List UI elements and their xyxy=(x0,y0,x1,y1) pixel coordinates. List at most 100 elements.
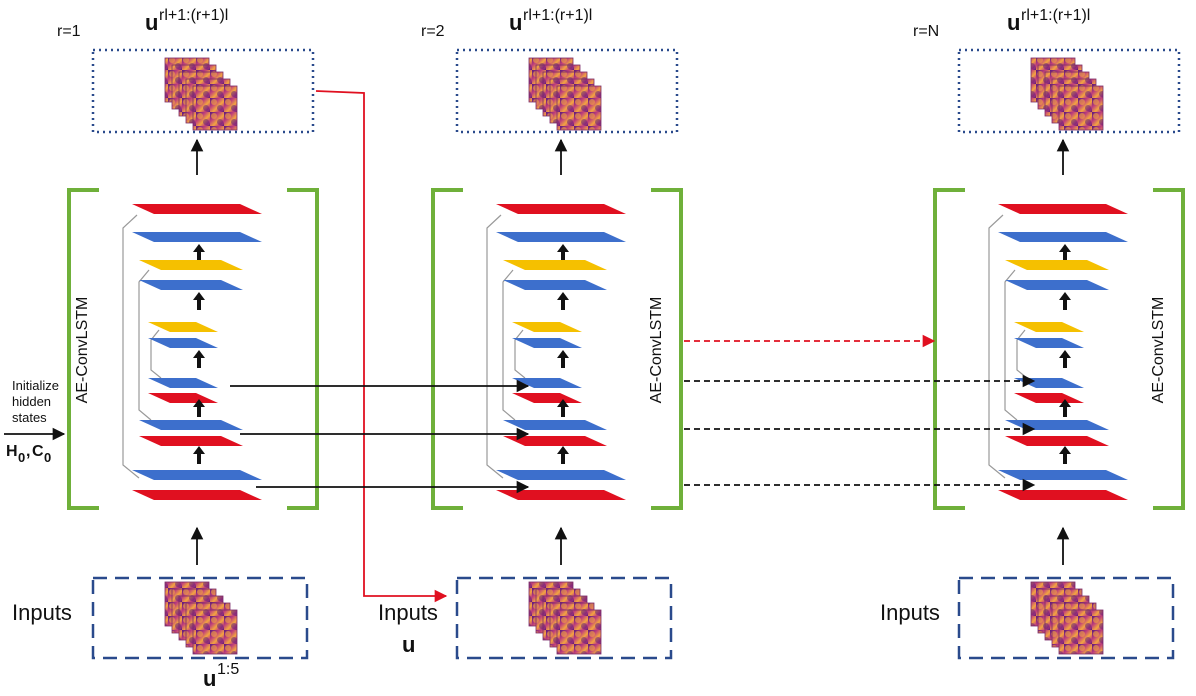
c0-subscript: 0 xyxy=(44,450,51,465)
encoder-layer-blue xyxy=(1005,420,1109,430)
up-arrow-head xyxy=(193,350,205,358)
output-label: u xyxy=(1007,10,1020,35)
input-var-label: u xyxy=(203,666,216,691)
encoder-layer-red xyxy=(148,393,218,403)
inputs-label: Inputs xyxy=(880,600,940,625)
encoder-layer-red xyxy=(1014,393,1084,403)
encoder-layer-blue xyxy=(132,470,262,480)
skip-connections xyxy=(122,214,162,479)
encoder-layer-red xyxy=(1005,436,1109,446)
heatmap-frame xyxy=(1058,85,1104,131)
encoder-layer-blue xyxy=(148,378,218,388)
round-label: r=N xyxy=(913,23,939,40)
round-label: r=2 xyxy=(421,23,445,40)
feedback-connection xyxy=(315,90,448,603)
state-transfer-1-2 xyxy=(230,379,530,494)
encoder-layer-red xyxy=(998,490,1128,500)
up-arrow-head xyxy=(193,399,205,407)
encoder-layer-red xyxy=(503,436,607,446)
input-heatmap-stack xyxy=(1030,581,1104,655)
input-box xyxy=(91,576,309,660)
input-var-label: u xyxy=(402,632,415,657)
heatmap-frame xyxy=(1058,609,1104,655)
block-label: AE-ConvLSTM xyxy=(648,297,665,404)
block-label: AE-ConvLSTM xyxy=(1150,297,1167,404)
left-bracket xyxy=(67,188,99,510)
inputs-label: Inputs xyxy=(12,600,72,625)
decoder-layer-blue xyxy=(998,232,1128,242)
decoder-layer-yellow xyxy=(1014,322,1084,332)
up-arrow-head xyxy=(557,292,569,300)
output-heatmap-stack xyxy=(1030,57,1104,131)
encoder-layer-blue xyxy=(139,420,243,430)
input-heatmap-stack xyxy=(528,581,602,655)
up-arrow-head xyxy=(193,446,205,454)
right-bracket xyxy=(1153,188,1185,510)
skip-line-middle xyxy=(138,269,152,421)
output-heatmap-stack xyxy=(528,57,602,131)
decoder-layer-blue xyxy=(503,280,607,290)
skip-connections xyxy=(988,214,1028,479)
up-arrow-head xyxy=(557,399,569,407)
encoder-layer-blue xyxy=(496,470,626,480)
init-line2: hidden xyxy=(12,394,51,409)
skip-line-outer xyxy=(122,214,140,479)
layer-stack xyxy=(998,204,1128,500)
init-line1: Initialize xyxy=(12,378,59,393)
decoder-layer-blue xyxy=(132,232,262,242)
encoder-layer-blue xyxy=(512,378,582,388)
layer-stack xyxy=(132,204,262,500)
encoder-layer-red xyxy=(512,393,582,403)
skip-connections xyxy=(486,214,526,479)
heatmap-frame xyxy=(192,85,238,131)
up-arrow-head xyxy=(193,244,205,252)
decoder-layer-yellow xyxy=(503,260,607,270)
left-bracket xyxy=(933,188,965,510)
input-box xyxy=(957,576,1175,660)
h0-c0-separator: , xyxy=(26,443,30,460)
output-superscript: rl+1:(r+1)l xyxy=(523,7,592,24)
decoder-layer-red xyxy=(496,204,626,214)
right-bracket xyxy=(287,188,319,510)
c0-label: C xyxy=(32,443,44,460)
output-label: u xyxy=(145,10,158,35)
decoder-layer-blue xyxy=(1005,280,1109,290)
up-arrow-head xyxy=(1059,244,1071,252)
skip-line-inner xyxy=(150,329,162,379)
encoder-layer-red xyxy=(139,436,243,446)
heatmap-frame xyxy=(556,609,602,655)
feedback-arrow xyxy=(315,90,448,603)
h0-subscript: 0 xyxy=(18,450,25,465)
decoder-layer-red xyxy=(998,204,1128,214)
up-arrow-head xyxy=(1059,350,1071,358)
encoder-layer-red xyxy=(496,490,626,500)
output-superscript: rl+1:(r+1)l xyxy=(1021,7,1090,24)
skip-line-middle xyxy=(502,269,516,421)
output-box xyxy=(957,48,1181,134)
skip-line-inner xyxy=(1016,329,1028,379)
skip-line-middle xyxy=(1004,269,1018,421)
bottleneck-layer-blue xyxy=(1014,338,1084,348)
decoder-layer-yellow xyxy=(1005,260,1109,270)
output-box xyxy=(91,48,315,134)
state-transfer-2-n xyxy=(684,334,1036,492)
right-bracket xyxy=(651,188,683,510)
decoder-layer-blue xyxy=(496,232,626,242)
skip-line-outer xyxy=(988,214,1006,479)
decoder-layer-red xyxy=(132,204,262,214)
h0-label: H xyxy=(6,443,18,460)
output-heatmap-stack xyxy=(164,57,238,131)
encoder-layer-red xyxy=(132,490,262,500)
input-box xyxy=(455,576,673,660)
up-arrow-head xyxy=(193,292,205,300)
encoder-layer-blue xyxy=(1014,378,1084,388)
block-label: AE-ConvLSTM xyxy=(74,297,91,404)
output-box xyxy=(455,48,679,134)
up-arrow-head xyxy=(1059,446,1071,454)
